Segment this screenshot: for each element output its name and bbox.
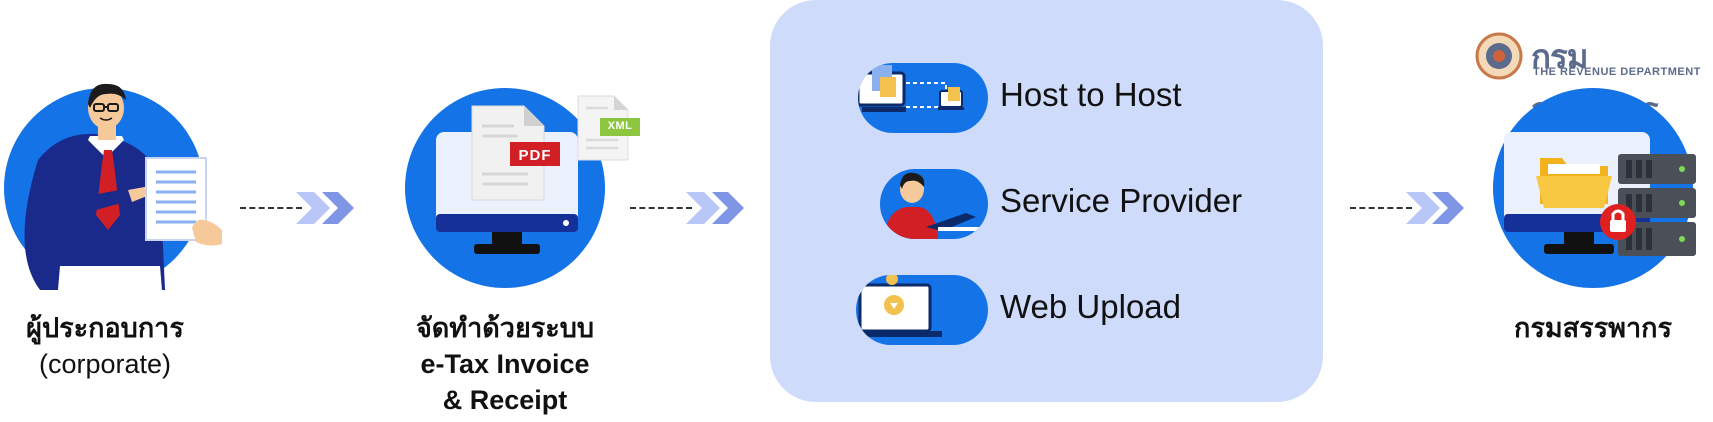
channel-host-to-host: Host to Host — [770, 58, 1323, 138]
arrow-connector-1 — [240, 188, 360, 228]
etax-label-system: e-Tax Invoice — [420, 349, 590, 379]
pdf-document-icon — [471, 105, 560, 201]
channel-label: Web Upload — [1000, 288, 1182, 325]
submission-channels-panel: Host to Host Service Provider Web Upload — [770, 0, 1323, 402]
revenue-label-thai: กรมสรรพากร — [1514, 313, 1672, 343]
double-chevron-icon — [686, 192, 744, 224]
dashed-line — [240, 207, 302, 209]
corporate-label-thai: ผู้ประกอบการ — [26, 313, 184, 343]
double-chevron-icon — [1406, 192, 1464, 224]
channel-service-provider: Service Provider — [770, 164, 1323, 244]
channel-label: Host to Host — [1000, 76, 1182, 113]
double-chevron-icon — [296, 192, 354, 224]
revenue-department-seal-icon — [1475, 32, 1523, 80]
revenue-caption: กรมสรรพากร — [1473, 310, 1713, 346]
xml-badge-label: XML — [607, 120, 633, 132]
xml-document-icon — [577, 95, 640, 161]
service-provider-icon — [880, 169, 988, 239]
corporate-caption: ผู้ประกอบการ (corporate) — [0, 310, 210, 382]
pdf-badge-label: PDF — [518, 147, 552, 164]
secure-server-monitor-icon — [1504, 132, 1696, 256]
arrow-connector-3 — [1350, 188, 1470, 228]
etax-label-receipt: & Receipt — [442, 385, 568, 415]
host-to-host-icon — [858, 63, 988, 133]
revenue-department-logo: กรมสรรพากร THE REVENUE DEPARTMENT — [1475, 28, 1713, 128]
etax-caption: จัดทำด้วยระบบ e-Tax Invoice & Receipt — [395, 310, 615, 418]
etax-label-thai: จัดทำด้วยระบบ — [415, 313, 595, 343]
channel-label: Service Provider — [1000, 182, 1243, 219]
businessman-icon — [24, 83, 222, 290]
web-upload-icon — [856, 275, 988, 345]
dashed-line — [630, 207, 692, 209]
channel-web-upload: Web Upload — [770, 270, 1323, 350]
corporate-label-en: (corporate) — [38, 349, 172, 379]
dashed-line — [1350, 207, 1412, 209]
arrow-connector-2 — [630, 188, 750, 228]
logo-english-text: THE REVENUE DEPARTMENT — [1533, 66, 1701, 78]
